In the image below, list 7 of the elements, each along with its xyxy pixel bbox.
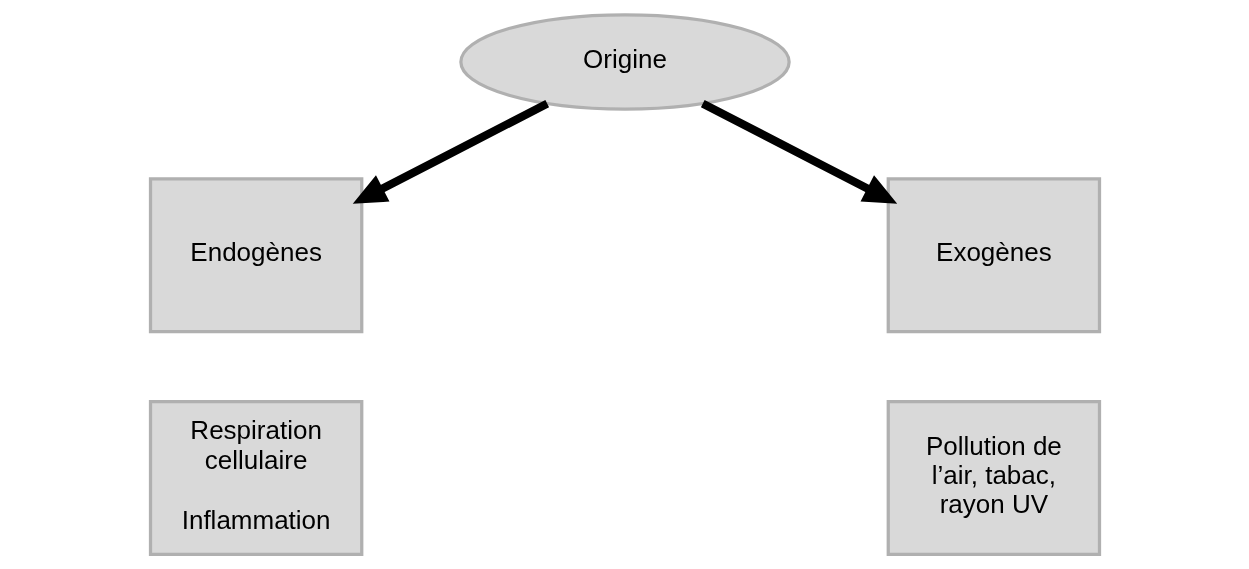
arrow [352,99,549,204]
node-box: Respiration cellulaire Inflammation [148,399,363,556]
arrow [700,99,897,204]
node-box: Endogènes [148,177,363,334]
node-box: Exogènes [886,177,1101,334]
node-box: Pollution de l’air, tabac, rayon UV [886,399,1101,556]
node-ellipse: Origine [458,13,791,111]
